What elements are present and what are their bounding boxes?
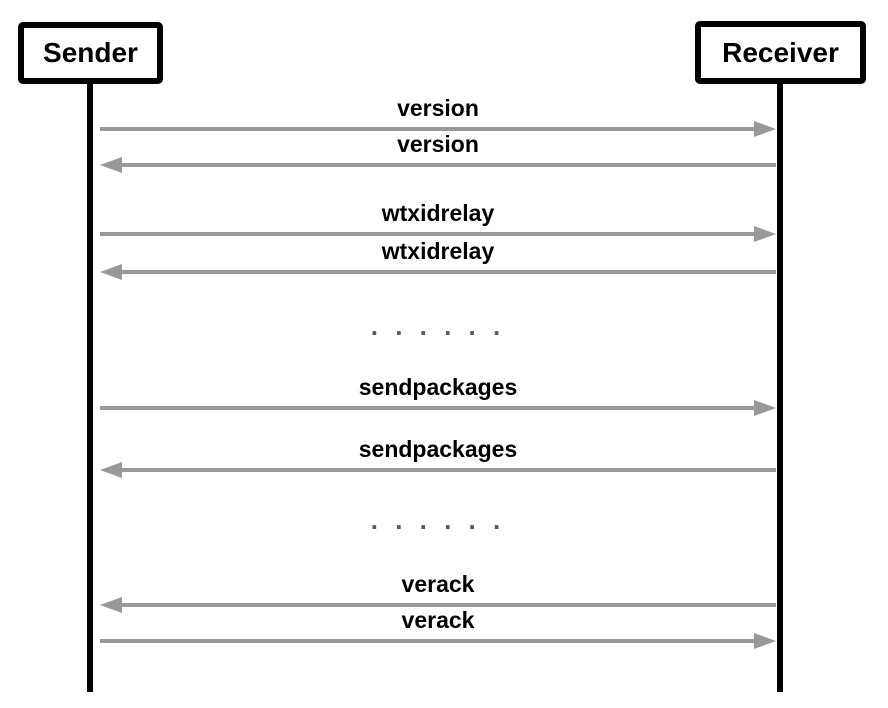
- arrow-shaft: [100, 639, 764, 643]
- message-label: wtxidrelay: [381, 238, 495, 264]
- arrow-head: [754, 633, 776, 649]
- arrow-head: [754, 121, 776, 137]
- message-label: verack: [401, 571, 475, 597]
- lifeline-receiver: [777, 83, 783, 692]
- message-label: version: [397, 95, 479, 121]
- arrow-head: [754, 226, 776, 242]
- arrow-head: [100, 597, 122, 613]
- message-version-to-sender: version: [100, 131, 776, 173]
- message-label: sendpackages: [358, 436, 518, 462]
- message-wtxidrelay-to-sender: wtxidrelay: [100, 238, 776, 280]
- arrow-left-icon: [100, 462, 776, 478]
- arrow-left-icon: [100, 264, 776, 280]
- message-verack-to-receiver: verack: [100, 607, 776, 649]
- message-verack-to-sender: verack: [100, 571, 776, 613]
- message-label: wtxidrelay: [381, 200, 495, 226]
- actor-label-receiver: Receiver: [722, 36, 839, 68]
- actor-label-sender: Sender: [43, 37, 138, 68]
- arrow-shaft: [112, 270, 776, 274]
- message-wtxidrelay-to-receiver: wtxidrelay: [100, 200, 776, 242]
- actor-box-receiver: Receiver: [695, 21, 866, 84]
- ellipsis-row: . . . . . .: [370, 311, 506, 341]
- arrow-shaft: [100, 406, 764, 410]
- arrow-right-icon: [100, 400, 776, 416]
- arrow-left-icon: [100, 157, 776, 173]
- actor-box-sender: Sender: [18, 22, 163, 84]
- arrow-shaft: [112, 163, 776, 167]
- arrow-shaft: [112, 603, 776, 607]
- arrow-head: [100, 157, 122, 173]
- arrow-head: [100, 264, 122, 280]
- arrow-head: [754, 400, 776, 416]
- arrow-head: [100, 462, 122, 478]
- message-sendpackages-to-receiver: sendpackages: [100, 374, 776, 416]
- lifeline-sender: [87, 83, 93, 692]
- arrow-shaft: [100, 232, 764, 236]
- message-label: version: [397, 131, 479, 157]
- arrow-right-icon: [100, 633, 776, 649]
- ellipsis-row: . . . . . .: [370, 505, 506, 535]
- arrow-shaft: [112, 468, 776, 472]
- message-label: verack: [401, 607, 475, 633]
- arrow-right-icon: [100, 121, 776, 137]
- arrow-right-icon: [100, 226, 776, 242]
- message-label: sendpackages: [358, 374, 518, 400]
- message-version-to-receiver: version: [100, 95, 776, 137]
- message-sendpackages-to-sender: sendpackages: [100, 436, 776, 478]
- arrow-left-icon: [100, 597, 776, 613]
- arrow-shaft: [100, 127, 764, 131]
